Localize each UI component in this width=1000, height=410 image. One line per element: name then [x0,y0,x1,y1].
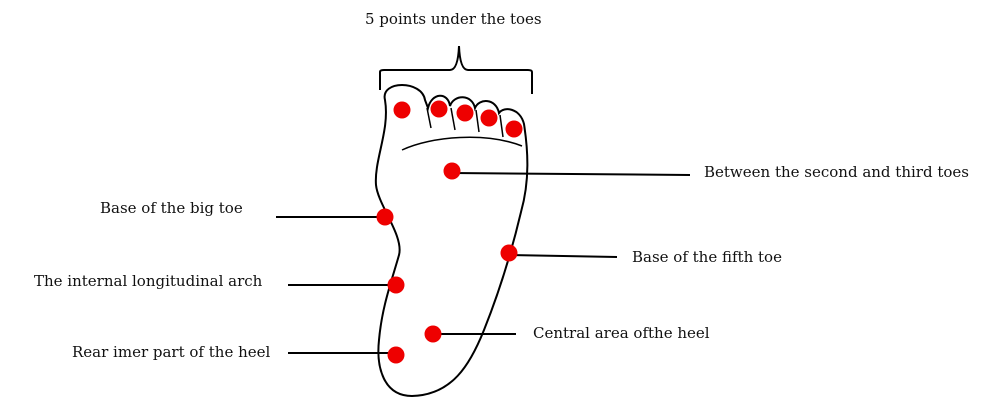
toe-gap-line [426,107,432,129]
point-rear-inner-heel [387,346,405,364]
toe-crease [401,136,523,151]
label-base-big-toe: Base of the big toe [100,199,243,217]
label-between-second-third: Between the second and third toes [704,163,969,181]
point-toe-3 [456,104,474,122]
point-toe-1 [393,101,411,119]
point-base-big-toe [376,208,394,226]
toe-gap-line [450,107,456,131]
leader-between-second-third [451,172,691,176]
leader-base-fifth-toe [508,254,618,258]
toe-gap-line [475,109,480,133]
label-base-fifth-toe: Base of the fifth toe [632,248,782,266]
point-toe-2 [430,100,448,118]
label-central-heel: Central area ofthe heel [533,324,710,342]
toe-gap-line [499,114,504,138]
label-rear-inner-heel: Rear imer part of the heel [72,343,271,361]
point-base-fifth-toe [500,244,518,262]
toes-bracket [379,45,533,94]
label-internal-arch: The internal longitudinal arch [34,272,263,290]
pressure-points [376,100,523,364]
point-internal-arch [387,276,405,294]
label-toes-group: 5 points under the toes [365,10,542,28]
point-toe-4 [480,109,498,127]
point-central-heel [424,325,442,343]
point-between-second-third [443,162,461,180]
point-toe-5 [505,120,523,138]
